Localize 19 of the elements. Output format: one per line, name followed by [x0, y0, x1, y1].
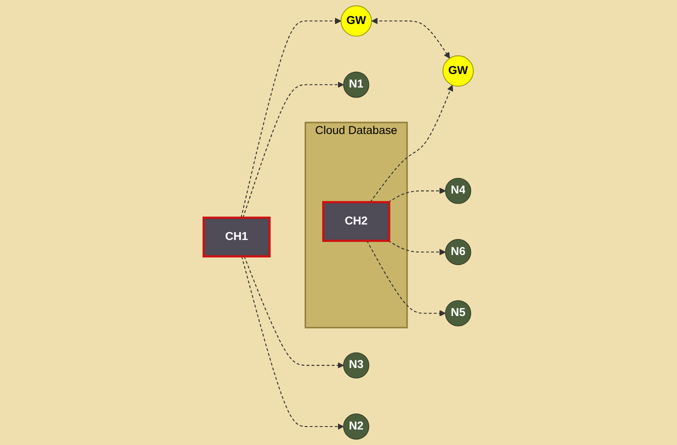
node-circle: GW — [340, 5, 372, 37]
node-circle: N5 — [445, 300, 472, 326]
arrow — [241, 256, 344, 430]
arrow — [242, 82, 344, 218]
arrow — [371, 18, 450, 59]
node-circle: N6 — [445, 239, 472, 266]
node-circle: N1 — [343, 72, 370, 98]
arrow — [370, 84, 454, 203]
node-circle: N4 — [445, 178, 472, 204]
node-box: CH2 — [322, 201, 390, 242]
arrow — [388, 188, 446, 203]
node-circle: GW — [442, 55, 474, 87]
node-box: CH1 — [202, 216, 271, 258]
arrow — [366, 240, 446, 316]
arrow — [388, 240, 446, 256]
arrow — [244, 256, 344, 369]
arrow — [240, 18, 342, 218]
node-circle: N3 — [343, 352, 370, 378]
node-circle: N2 — [343, 414, 370, 440]
